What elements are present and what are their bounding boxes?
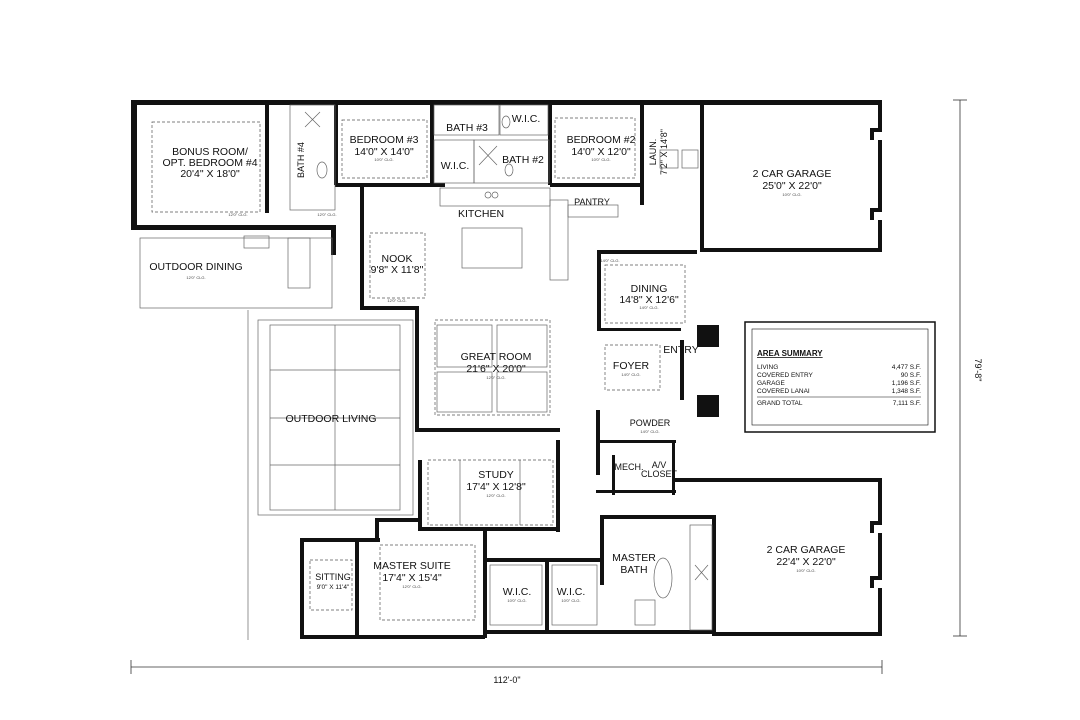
svg-text:10'0" CLG.: 10'0" CLG. bbox=[561, 598, 580, 603]
kitchen-name: KITCHEN bbox=[458, 208, 504, 220]
svg-text:12'0" CLG.: 12'0" CLG. bbox=[486, 375, 505, 380]
interior-lines bbox=[139, 104, 713, 640]
study-size: 17'4" X 12'8" bbox=[466, 481, 526, 493]
study-name: STUDY bbox=[478, 469, 514, 481]
bath2-name: BATH #2 bbox=[502, 154, 544, 166]
svg-text:14'0" CLG.: 14'0" CLG. bbox=[621, 372, 640, 377]
great-room-name: GREAT ROOM bbox=[461, 351, 532, 363]
ceiling-notes: 12'0" CLG. 12'0" CLG. 10'0" CLG. 10'0" C… bbox=[186, 157, 815, 603]
nook-size: 9'8" X 11'8" bbox=[371, 264, 424, 276]
area-total-value: 7,111 S.F. bbox=[893, 400, 921, 407]
great-room-size: 21'6" X 20'0" bbox=[466, 363, 526, 375]
master-suite-name: MASTER SUITE bbox=[373, 560, 451, 572]
wic-top-name: W.I.C. bbox=[512, 113, 541, 125]
dining-size: 14'8" X 12'6" bbox=[619, 294, 679, 306]
bedroom3-name: BEDROOM #3 bbox=[350, 134, 419, 146]
bonus-room-name: BONUS ROOM/ bbox=[172, 146, 248, 158]
area-row-value: 1,196 S.F. bbox=[892, 380, 921, 387]
bath3-name: BATH #3 bbox=[446, 122, 488, 134]
svg-text:10'0" CLG.: 10'0" CLG. bbox=[507, 598, 526, 603]
foyer-name: FOYER bbox=[613, 360, 650, 372]
area-total-label: GRAND TOTAL bbox=[757, 400, 803, 407]
svg-text:12'0" CLG.: 12'0" CLG. bbox=[387, 298, 406, 303]
svg-text:12'0" CLG.: 12'0" CLG. bbox=[402, 584, 421, 589]
area-row-value: 90 S.F. bbox=[901, 372, 921, 379]
master-bath-name-2: BATH bbox=[620, 564, 647, 576]
svg-text:12'0" CLG.: 12'0" CLG. bbox=[317, 212, 336, 217]
svg-text:12'0" CLG.: 12'0" CLG. bbox=[228, 212, 247, 217]
bedroom2-size: 14'0" X 12'0" bbox=[571, 146, 631, 158]
master-suite-size: 17'4" X 15'4" bbox=[382, 572, 442, 584]
area-row-label: COVERED LANAI bbox=[757, 388, 810, 395]
svg-text:14'0" CLG.: 14'0" CLG. bbox=[640, 429, 659, 434]
area-row-label: GARAGE bbox=[757, 380, 785, 387]
svg-text:14'0" CLG.: 14'0" CLG. bbox=[600, 258, 619, 263]
exterior-walls bbox=[131, 100, 882, 639]
wic-master-2-name: W.I.C. bbox=[557, 586, 586, 598]
bath4-name: BATH #4 bbox=[296, 142, 306, 178]
sitting-name: SITTING bbox=[315, 572, 351, 582]
svg-text:14'0" CLG.: 14'0" CLG. bbox=[639, 305, 658, 310]
area-row-label: COVERED ENTRY bbox=[757, 372, 814, 379]
svg-text:12'0" CLG.: 12'0" CLG. bbox=[186, 275, 205, 280]
sitting-size: 9'0" X 11'4" bbox=[317, 584, 350, 591]
area-row-value: 4,477 S.F. bbox=[892, 364, 921, 371]
powder-name: POWDER bbox=[630, 418, 671, 428]
av-closet-name: A/V bbox=[652, 460, 667, 470]
garage-top-size: 25'0" X 22'0" bbox=[762, 180, 822, 192]
svg-text:12'0" CLG.: 12'0" CLG. bbox=[486, 493, 505, 498]
bedroom2-name: BEDROOM #2 bbox=[567, 134, 636, 146]
dimension-lines: 112'-0" 79'-8" bbox=[130, 99, 983, 685]
garage-top-name: 2 CAR GARAGE bbox=[753, 168, 832, 180]
area-row-value: 1,348 S.F. bbox=[892, 388, 921, 395]
width-dimension: 112'-0" bbox=[493, 675, 520, 685]
svg-text:10'0" CLG.: 10'0" CLG. bbox=[782, 192, 801, 197]
garage-bottom-name: 2 CAR GARAGE bbox=[767, 544, 846, 556]
dining-name: DINING bbox=[631, 283, 668, 295]
bonus-room-name-2: OPT. BEDROOM #4 bbox=[162, 157, 257, 169]
entry-name: ENTRY bbox=[663, 344, 698, 356]
wic-mid-name: W.I.C. bbox=[441, 160, 470, 172]
laundry-name: LAUN. bbox=[648, 139, 658, 166]
depth-dimension: 79'-8" bbox=[973, 359, 983, 382]
bonus-room-size: 20'4" X 18'0" bbox=[180, 168, 240, 180]
mech-name: MECH. bbox=[615, 462, 644, 472]
area-summary: AREA SUMMARY LIVING 4,477 S.F. COVERED E… bbox=[744, 321, 936, 433]
room-labels: BONUS ROOM/ OPT. BEDROOM #4 20'4" X 18'0… bbox=[149, 113, 845, 598]
svg-text:10'0" CLG.: 10'0" CLG. bbox=[374, 157, 393, 162]
outdoor-living-name: OUTDOOR LIVING bbox=[285, 413, 376, 425]
pantry-name: PANTRY bbox=[574, 197, 610, 207]
av-closet-name-2: CLOSET bbox=[641, 469, 678, 479]
nook-name: NOOK bbox=[382, 253, 413, 265]
wic-master-1-name: W.I.C. bbox=[503, 586, 532, 598]
svg-text:10'0" CLG.: 10'0" CLG. bbox=[591, 157, 610, 162]
laundry-size: 7'2" X 14'8" bbox=[659, 129, 669, 175]
master-bath-name: MASTER bbox=[612, 552, 656, 564]
area-row-label: LIVING bbox=[757, 364, 778, 371]
bedroom3-size: 14'0" X 14'0" bbox=[354, 146, 414, 158]
area-summary-title: AREA SUMMARY bbox=[757, 349, 823, 358]
outdoor-dining-name: OUTDOOR DINING bbox=[149, 261, 242, 273]
svg-text:10'0" CLG.: 10'0" CLG. bbox=[796, 568, 815, 573]
garage-bottom-size: 22'4" X 22'0" bbox=[776, 556, 836, 568]
